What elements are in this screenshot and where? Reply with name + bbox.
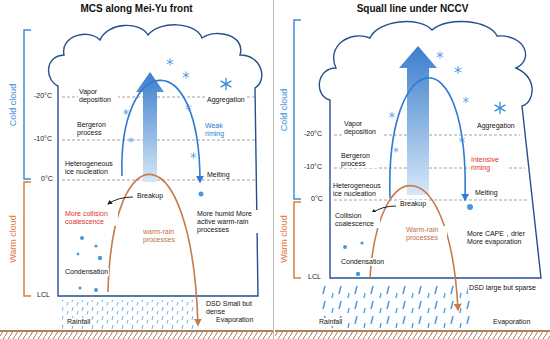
- snowflake: [186, 105, 191, 111]
- process-label: More collision coalescence: [64, 210, 118, 226]
- panel-title: Squall line under NCCV: [275, 3, 550, 14]
- breakup-arrow: [108, 197, 133, 204]
- note-label: More humid More active warm-rain process…: [196, 210, 258, 233]
- warm-rain-arc: [370, 186, 458, 310]
- snowflake: [124, 109, 129, 115]
- level-label: LCL: [36, 291, 51, 299]
- process-label: Bergeron process: [340, 152, 378, 168]
- isotherm-line: [62, 180, 256, 181]
- cloud-layer-label: Warm cloud: [279, 214, 289, 264]
- process-label: Aggregation: [476, 122, 516, 130]
- droplet: [199, 192, 204, 197]
- snowflake: [394, 148, 398, 153]
- droplet: [80, 236, 84, 240]
- isotherm-lines: [62, 97, 256, 180]
- isotherm-label: -20°C: [33, 92, 53, 100]
- ice-process-arc: [122, 80, 200, 182]
- droplet: [98, 256, 102, 260]
- warm-cloud-bracket: [294, 202, 301, 278]
- cloud-outline: [49, 25, 262, 296]
- snowflake: [464, 97, 469, 103]
- panel: MCS along Mei-Yu front: [0, 0, 273, 339]
- snowflake: [455, 66, 461, 73]
- snowflake: [191, 153, 196, 159]
- aggregate-snowflake: [495, 102, 505, 113]
- isotherm-label: -10°C: [303, 163, 323, 171]
- process-label: Vapor deposition: [343, 120, 383, 136]
- process-label: Condensation: [64, 268, 109, 276]
- snowflake: [390, 112, 395, 118]
- process-label: Heterogeneous ice nucleation: [332, 182, 386, 198]
- aggregate-snowflake: [221, 78, 231, 89]
- process-label: Vapor deposition: [78, 88, 118, 104]
- process-label: Intensive riming: [470, 156, 508, 172]
- isotherm-label: -20°C: [303, 130, 323, 138]
- panel-divider: [273, 0, 274, 339]
- process-label: warm-rain processes: [142, 228, 182, 244]
- ground-label: Rainfall: [66, 318, 91, 326]
- process-label: Melting: [474, 189, 499, 197]
- isotherm-label: 0°C: [310, 195, 324, 203]
- snowflake: [167, 59, 173, 65]
- process-label: Melting: [206, 171, 231, 179]
- process-label: Warm-rain processes: [405, 226, 447, 242]
- panel-title: MCS along Mei-Yu front: [0, 3, 273, 14]
- droplet: [78, 286, 81, 289]
- process-label: Aggregation: [206, 96, 246, 104]
- droplet: [77, 253, 80, 256]
- ground: [275, 330, 550, 332]
- ground-label: Evaporation: [215, 316, 254, 324]
- snowflake: [129, 138, 133, 143]
- cloud-layer-label: Warm cloud: [8, 214, 18, 264]
- warm-rain-arc: [108, 174, 198, 325]
- process-label: Weak riming: [204, 122, 232, 138]
- snowflakes: [124, 59, 231, 159]
- cloud-outline: [319, 21, 541, 278]
- ground-hatch: [0, 332, 273, 339]
- level-label: LCL: [307, 273, 322, 281]
- ice-process-arc: [390, 78, 465, 200]
- ground: [0, 330, 273, 332]
- process-label: Condensation: [340, 258, 385, 266]
- droplets: [77, 192, 204, 293]
- isotherm-label: -10°C: [33, 135, 53, 143]
- droplet: [360, 241, 363, 244]
- ground-label: Rainfall: [318, 318, 343, 326]
- snowflake: [183, 72, 189, 78]
- rain: [62, 300, 197, 329]
- isotherm-line: [62, 140, 255, 141]
- note-label: DSD large but sparse: [468, 284, 540, 292]
- updraft-arrow: [399, 46, 437, 195]
- snowflake: [460, 137, 465, 143]
- isotherm-label: 0°C: [40, 175, 54, 183]
- droplet: [343, 245, 347, 249]
- note-label: More CAPE，drier More evaporation: [466, 230, 534, 246]
- cold-cloud-bracket: [24, 30, 31, 179]
- warm-cloud-bracket: [24, 182, 31, 296]
- droplet: [467, 204, 473, 210]
- cold-cloud-bracket: [294, 20, 301, 199]
- process-label: Breakup: [399, 200, 427, 208]
- ground-hatch: [275, 332, 550, 339]
- process-label: Bergeron process: [76, 121, 114, 137]
- process-label: Breakup: [136, 192, 164, 200]
- process-label: Collision coalescence: [334, 212, 380, 228]
- cloud-layer-label: Cold cloud: [8, 83, 18, 128]
- process-label: Heterogeneous ice nucleation: [64, 160, 118, 176]
- note-label: DSD Small but dense: [205, 300, 267, 316]
- ground-label: Evaporation: [492, 318, 531, 326]
- snowflakes: [390, 52, 505, 153]
- snowflake: [437, 52, 443, 58]
- droplet: [94, 244, 97, 247]
- updraft-arrow: [136, 72, 164, 182]
- cloud-layer-label: Cold cloud: [279, 88, 289, 133]
- droplet: [94, 288, 98, 292]
- droplet: [356, 272, 360, 276]
